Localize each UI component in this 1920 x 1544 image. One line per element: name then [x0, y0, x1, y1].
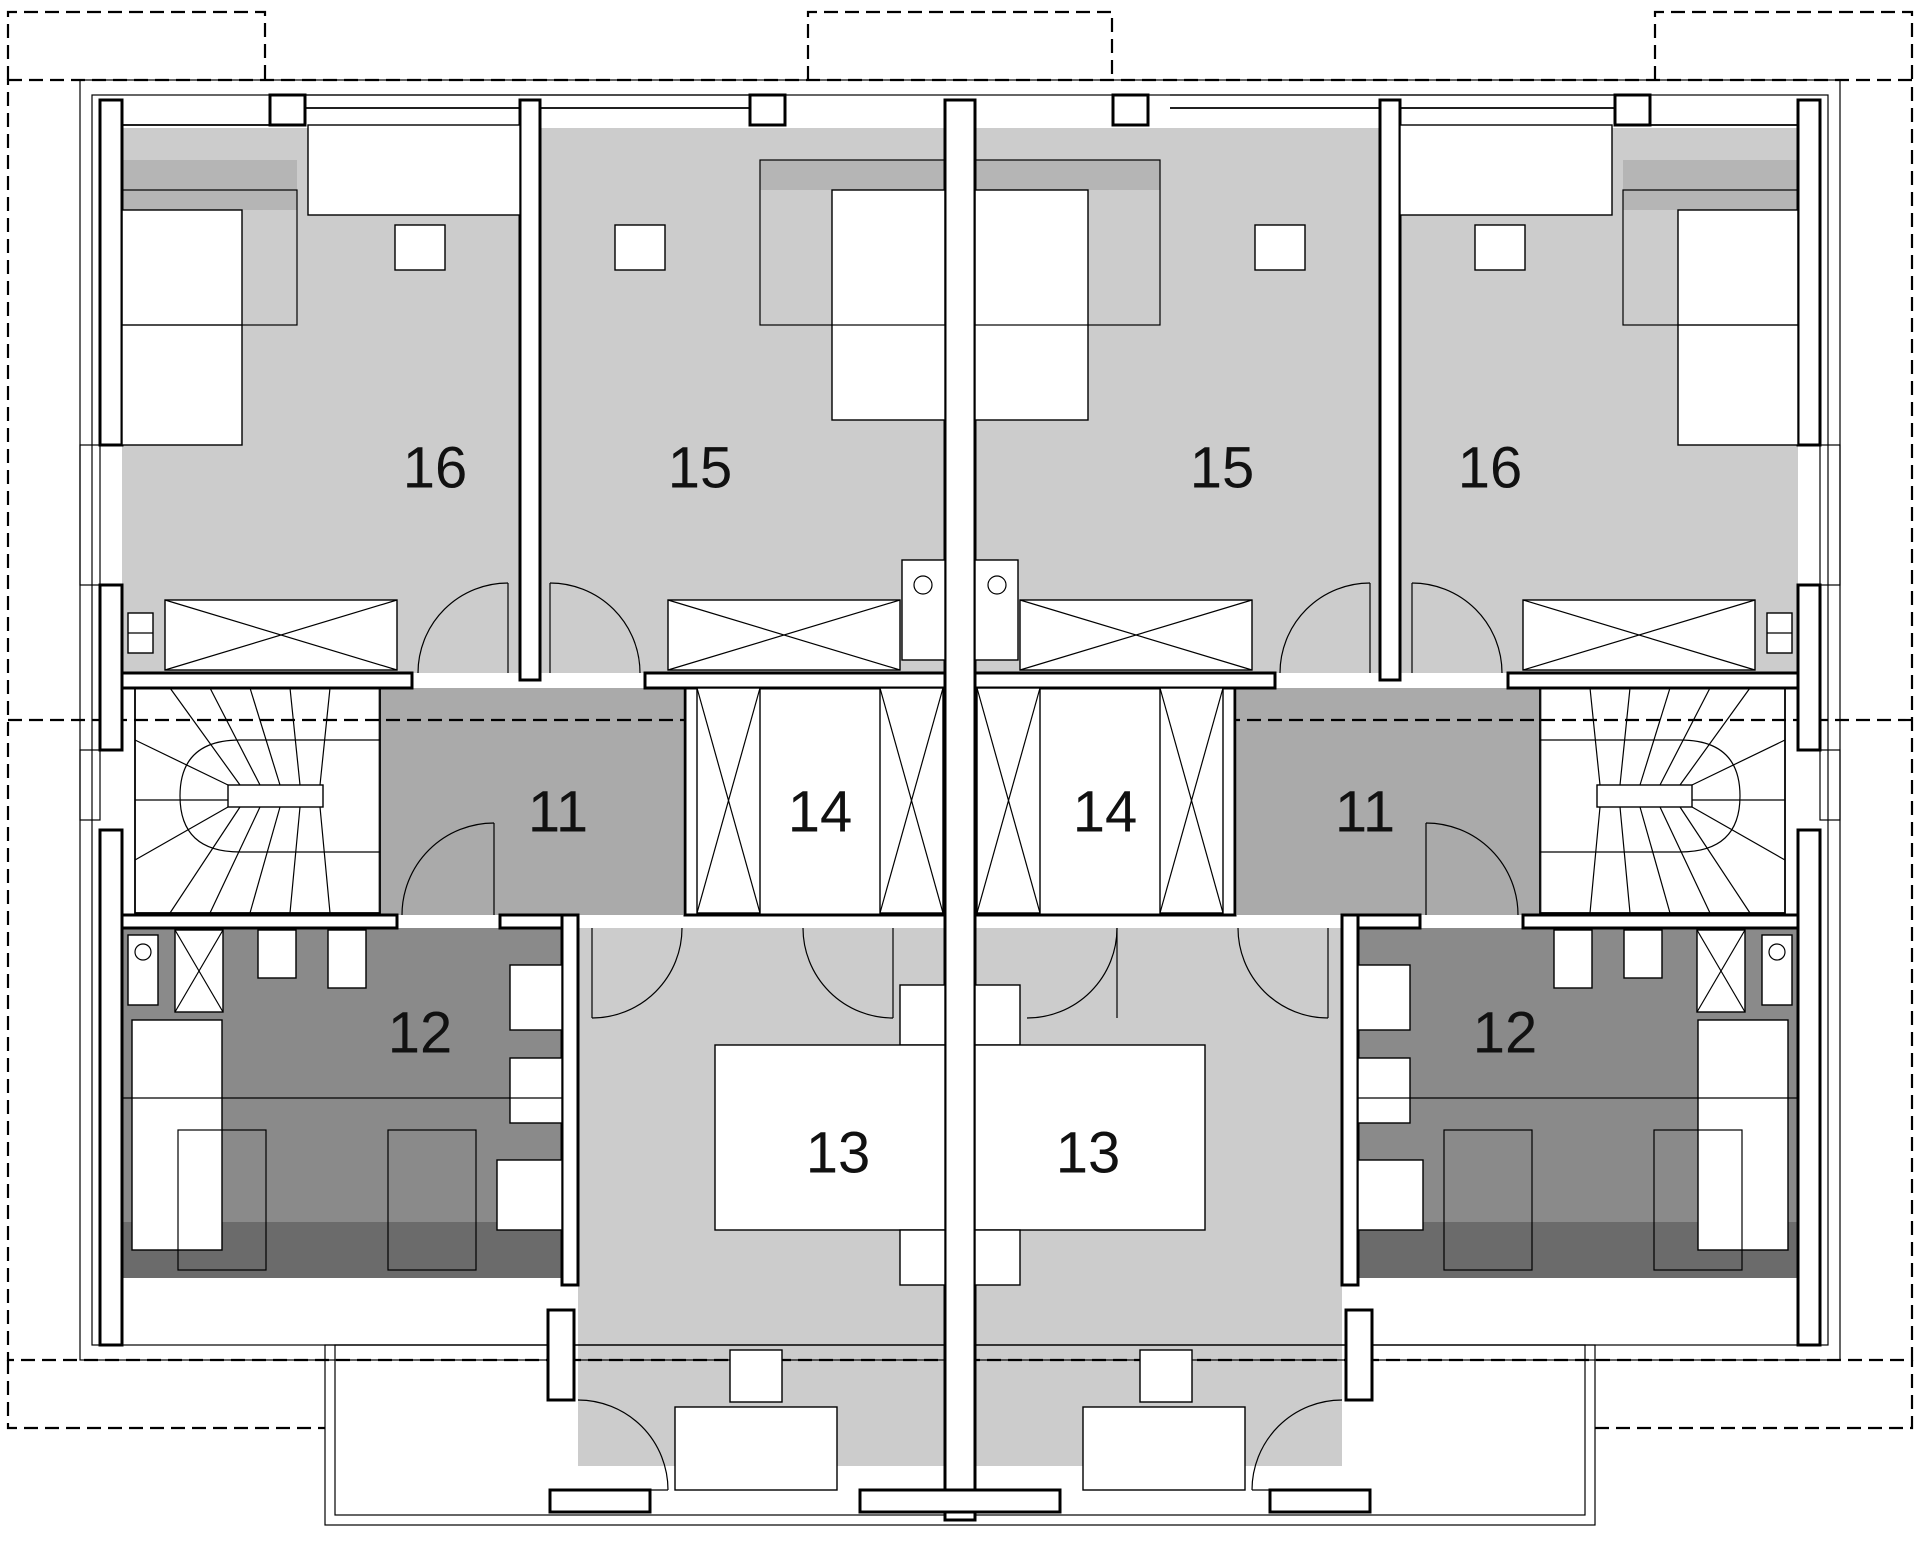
- room-label-13-right: 13: [1056, 1121, 1121, 1186]
- furniture: [121, 124, 1799, 1491]
- sill-strip-3: [975, 160, 1160, 190]
- room-label-12-left: 12: [388, 1001, 453, 1066]
- doors: [401, 582, 1519, 1491]
- room-fill-11-right: [1237, 688, 1542, 915]
- room-label-13-left: 13: [806, 1121, 871, 1186]
- room-label-16-right: 16: [1458, 436, 1523, 501]
- room-label-14-right: 14: [1073, 780, 1138, 845]
- room-label-11-right: 11: [1335, 780, 1395, 845]
- sill-strip-2: [760, 160, 945, 190]
- sill-strip-4: [1623, 160, 1798, 210]
- room-label-14-left: 14: [788, 780, 853, 845]
- room-labels: 16 15 15 16 11 14 14 11 12 12 13 13: [388, 436, 1538, 1186]
- room-label-15-right: 15: [1190, 436, 1255, 501]
- room-fill-11-left: [378, 688, 683, 915]
- room-label-11-left: 11: [528, 780, 588, 845]
- room-label-12-right: 12: [1473, 1001, 1538, 1066]
- sill-strip-1: [122, 160, 297, 210]
- room-label-15-left: 15: [668, 436, 733, 501]
- room-label-16-left: 16: [403, 436, 468, 501]
